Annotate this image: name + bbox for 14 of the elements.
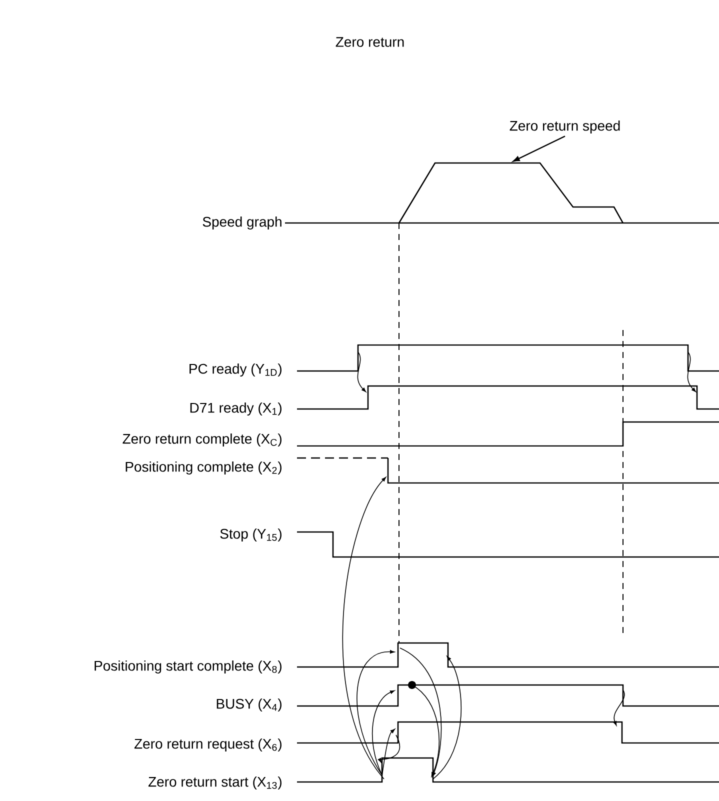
signal-label: Zero return start (X$_{13}$) [148, 776, 282, 790]
signal-label: Zero return request (X$_{6}$) [134, 738, 282, 752]
signal-label: D71 ready (X$_{1}$) [190, 402, 282, 416]
annotation-text: Zero return speed [510, 120, 620, 134]
title: Zero return [336, 37, 404, 47]
signal-label: Stop (Y$_{15}$) [220, 528, 282, 542]
signal-label: BUSY (X$_{4}$) [216, 698, 282, 712]
speed-curve [398, 162, 624, 224]
signal-label: Speed graph [202, 216, 282, 230]
leader-line [512, 136, 566, 162]
signal-label: Positioning start complete (X$_{8}$) [94, 660, 282, 674]
signal-label: PC ready (Y$_{1D}$) [190, 363, 282, 377]
signal-label: Positioning complete (X$_{2}$) [126, 461, 282, 475]
signal-label: Zero return complete (X$_{C}$) [122, 433, 282, 447]
